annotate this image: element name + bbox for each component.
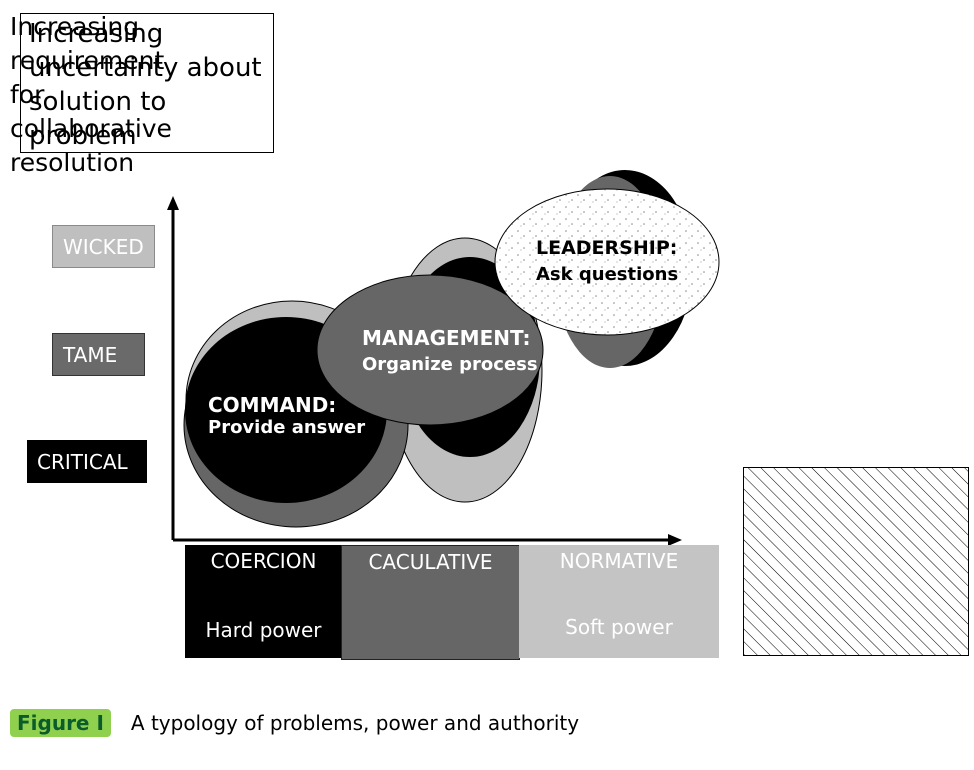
- level-critical: CRITICAL: [27, 440, 147, 483]
- leadership-subtitle: Ask questions: [536, 264, 678, 285]
- collaboration-label: Increasing requirement for collaborative…: [10, 12, 172, 177]
- management-title: MANAGEMENT:: [362, 326, 531, 350]
- power-normative: NORMATIVE Soft power: [519, 545, 719, 658]
- collaboration-hatch: [744, 468, 968, 655]
- leadership-ellipse: [494, 188, 720, 336]
- y-axis-arrowhead: [167, 196, 179, 210]
- power-coercion: COERCION Hard power: [185, 545, 342, 658]
- x-axis-arrowhead: [668, 534, 682, 546]
- command-title: COMMAND:: [208, 393, 336, 417]
- power-calculative: CACULATIVE: [341, 545, 520, 660]
- figure-label: Figure I: [10, 709, 111, 737]
- management-ellipse: [316, 274, 544, 426]
- power-normative-subtitle: Soft power: [565, 615, 673, 639]
- uncertainty-axis-label: Increasing uncertainty about solution to…: [20, 13, 274, 153]
- figure-caption: Figure I A typology of problems, power a…: [10, 706, 579, 740]
- leadership-title: LEADERSHIP:: [536, 237, 677, 259]
- power-coercion-title: COERCION: [210, 549, 317, 573]
- command-subtitle: Provide answer: [208, 417, 365, 438]
- management-subtitle: Organize process: [362, 354, 538, 375]
- level-wicked: WICKED: [52, 225, 155, 268]
- figure-caption-text: A typology of problems, power and author…: [130, 711, 580, 735]
- level-tame: TAME: [52, 333, 145, 376]
- power-coercion-subtitle: Hard power: [205, 618, 322, 642]
- power-calculative-title: CACULATIVE: [368, 550, 493, 574]
- power-normative-title: NORMATIVE: [559, 549, 679, 573]
- collaboration-box: [743, 467, 969, 656]
